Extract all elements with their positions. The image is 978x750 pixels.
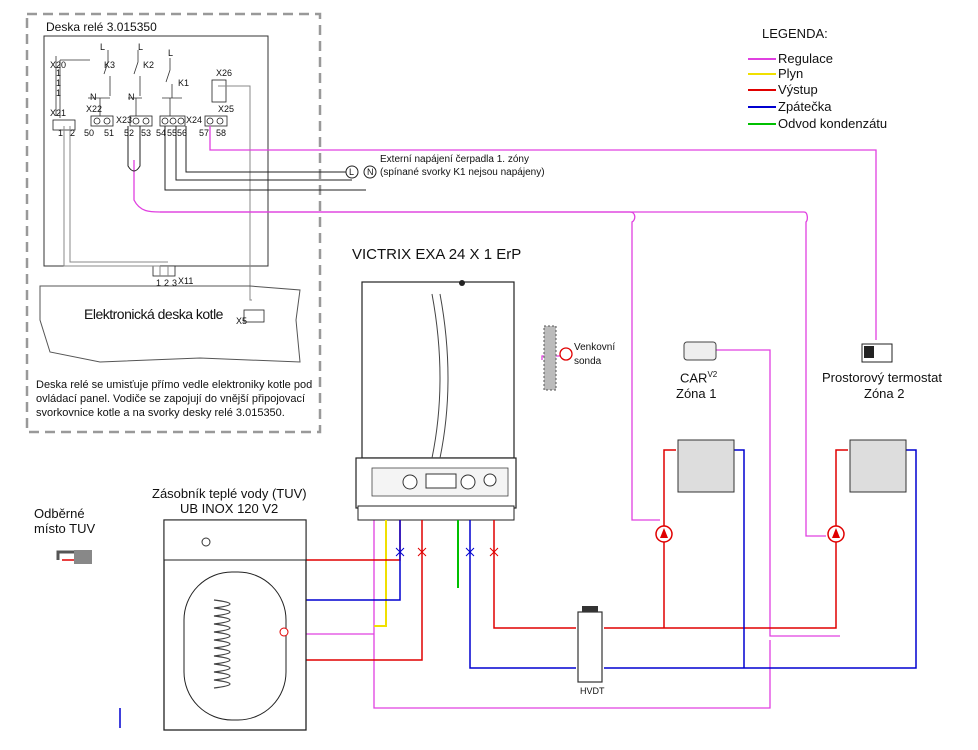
tank-title: Zásobník teplé vody (TUV) [152, 486, 307, 501]
pin-1: 1 [58, 128, 64, 138]
x20-pin-3: 1 [56, 88, 62, 98]
terminal-x22: X22 [86, 104, 103, 114]
zone2-label: Zóna 2 [864, 386, 905, 401]
car-device [683, 341, 717, 361]
x20-pin-1: 1 [56, 68, 62, 78]
pin-56: 56 [177, 128, 188, 138]
relay-board-frame [25, 12, 322, 434]
hydraulic-separator [577, 606, 603, 683]
legend-swatches [748, 58, 776, 125]
pin-55: 55 [167, 128, 178, 138]
legend-item-regulace: Regulace [778, 51, 833, 66]
tap-label-line-1: Odběrné [34, 506, 85, 521]
pump-l-terminal [345, 165, 359, 179]
relay-k2: K2 [143, 60, 155, 70]
x11-pin-3: 3 [172, 278, 178, 288]
zone1-label: Zóna 1 [676, 386, 717, 401]
terminal-x11: X11 [178, 276, 194, 286]
terminal-x20: X20 [50, 60, 67, 70]
relay-contacts [55, 50, 182, 118]
terminal-x23: X23 [116, 115, 133, 125]
x11-pin-2: 2 [164, 278, 170, 288]
control-wiring [133, 126, 877, 709]
terminal-x26: X26 [216, 68, 233, 78]
pin-58: 58 [216, 128, 227, 138]
zone1-device-label: CARV2 [680, 370, 717, 385]
legend-item-vystup: Výstup [778, 82, 818, 97]
relay-note-line-2: ovládací panel. Vodiče se zapojují do vn… [36, 393, 306, 405]
terminal-blocks [52, 79, 265, 323]
boiler-title: VICTRIX EXA 24 X 1 ErP [352, 246, 522, 263]
valves [395, 547, 475, 557]
zone2-device-label: Prostorový termostat [822, 370, 942, 385]
external-pump-line-2: (spínané svorky K1 nejsou napájeny) [380, 167, 545, 178]
x20-pin-2: 1 [56, 78, 62, 88]
terminal-x21: X21 [50, 108, 67, 118]
x11-pin-1: 1 [156, 278, 162, 288]
pin-52: 52 [124, 128, 135, 138]
live-l1: L [100, 42, 106, 52]
boiler-board-label: Elektronická deska kotle [84, 306, 223, 322]
pin-51: 51 [104, 128, 115, 138]
internal-wiring [63, 85, 252, 301]
outdoor-probe-line-1: Venkovní [574, 342, 616, 353]
neutral-n1: N [90, 92, 97, 102]
outdoor-probe [543, 325, 573, 391]
tank-model: UB INOX 120 V2 [180, 501, 279, 516]
terminal-x25: X25 [218, 104, 235, 114]
relay-board-title: Deska relé 3.015350 [46, 20, 157, 34]
tap-fixture [56, 550, 92, 564]
zone1-device: CAR [680, 370, 708, 386]
pump-l-label: L [349, 167, 355, 177]
pin-57: 57 [199, 128, 210, 138]
legend-item-plyn: Plyn [778, 66, 804, 81]
legend-title: LEGENDA: [762, 26, 828, 41]
terminal-x5: X5 [236, 316, 248, 326]
pin-54: 54 [156, 128, 167, 138]
pin-2: 2 [70, 128, 76, 138]
outdoor-probe-line-2: sonda [574, 356, 602, 367]
external-pump-line-1: Externí napájení čerpadla 1. zóny [380, 154, 529, 165]
neutral-n2: N [128, 92, 135, 102]
legend-item-zpatecka: Zpátečka [778, 99, 832, 114]
radiators [677, 439, 907, 493]
gas-pipe [374, 520, 387, 627]
relay-board-box [43, 35, 269, 267]
zone1-device-sup: V2 [707, 370, 718, 379]
relay-k1: K1 [178, 78, 190, 88]
boiler-unit [355, 280, 517, 521]
pump-n-terminal [363, 165, 377, 179]
pin-50: 50 [84, 128, 95, 138]
live-l3: L [168, 48, 174, 58]
zone-pumps [655, 525, 845, 543]
legend-item-kondenzat: Odvod kondenzátu [778, 116, 888, 131]
relay-note-line-1: Deska relé se umisťuje přímo vedle elekt… [36, 379, 313, 391]
pump-supply-wires [164, 126, 366, 191]
control-cable-bundle [127, 126, 141, 172]
tap-label-line-2: místo TUV [34, 521, 96, 536]
relay-board-note: Deska relé se umisťuje přímo vedle elekt… [36, 378, 316, 420]
relay-k3: K3 [104, 60, 116, 70]
dhw-tank [163, 519, 307, 731]
pin-53: 53 [141, 128, 152, 138]
hvdt-label: HVDT [580, 686, 605, 696]
terminal-x24: X24 [186, 115, 203, 125]
live-l2: L [138, 42, 144, 52]
pump-n-label: N [367, 167, 374, 177]
relay-note-line-3: svorkovnice kotle a na svorky desky relé… [36, 407, 285, 419]
boiler-electronics-outline [39, 285, 301, 363]
